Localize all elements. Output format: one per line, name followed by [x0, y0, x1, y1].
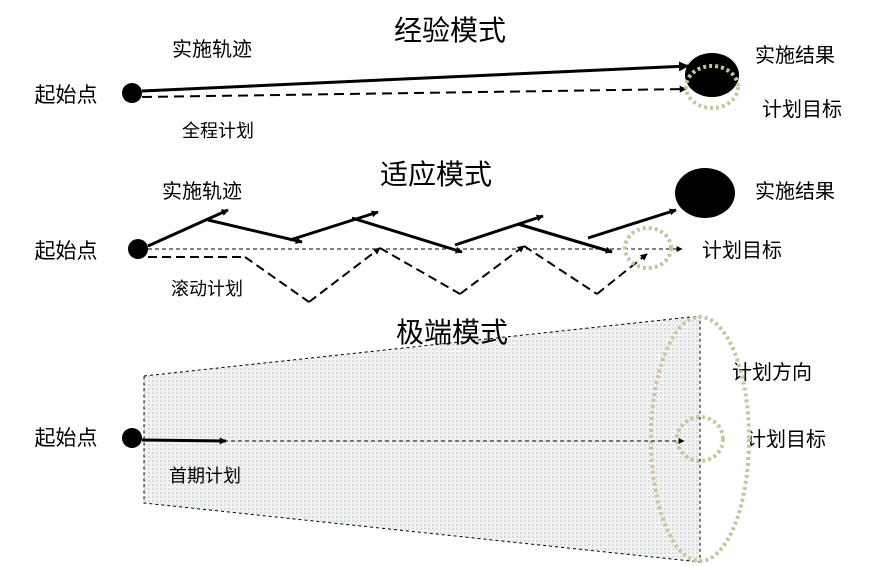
actual-segment [289, 210, 379, 242]
panel-title: 经验模式 [394, 14, 506, 47]
start-point-label: 起始点 [35, 83, 98, 107]
first-period-plan-label: 首期计划 [169, 466, 241, 487]
target-circle [675, 415, 725, 463]
start-point [128, 239, 148, 259]
panel-title: 极端模式 [396, 316, 508, 349]
actual-segment [454, 214, 544, 247]
plan-segment [459, 245, 525, 295]
plan-segment [523, 245, 598, 295]
target-label: 计划目标 [702, 238, 782, 262]
target-circle [684, 64, 740, 110]
result-circle [685, 53, 739, 97]
panel-experience-mode: 经验模式 实施轨迹 起始点 全程计划 实施结果 计划目标 [35, 14, 843, 142]
start-point-label: 起始点 [35, 426, 98, 450]
target-label: 计划目标 [762, 97, 842, 121]
panel-title: 适应模式 [380, 158, 492, 191]
actual-segment [587, 208, 677, 240]
actual-segment [351, 216, 463, 254]
panel-extreme-mode: 极端模式 计划方向 起始点 首期计划 计划目标 [35, 315, 826, 563]
target-circle [623, 226, 673, 270]
start-point [122, 428, 142, 448]
plan-segment [379, 247, 461, 295]
actual-path-label: 实施轨迹 [162, 179, 242, 203]
plan-segment [596, 253, 648, 295]
planning-cone [143, 315, 701, 563]
plan-segment [244, 256, 310, 303]
plan-direction-ellipse [649, 315, 751, 563]
first-period-plan-arrow [141, 437, 227, 445]
rolling-plan-zigzag [148, 245, 648, 303]
full-plan-label: 全程计划 [182, 121, 254, 142]
actual-path-zigzag [147, 208, 677, 254]
result-label: 实施结果 [755, 43, 835, 67]
panel-adaptive-mode: 适应模式 实施轨迹 起始点 滚动计划 实施结果 计划目标 [35, 158, 835, 303]
start-point [122, 83, 142, 103]
actual-segment [207, 218, 303, 244]
start-point-label: 起始点 [35, 239, 98, 263]
plan-direction-label: 计划方向 [732, 360, 812, 384]
result-circle [675, 168, 735, 218]
actual-segment [517, 222, 613, 254]
rolling-plan-label: 滚动计划 [171, 279, 243, 300]
actual-path-arrow [141, 61, 689, 93]
target-label: 计划目标 [746, 427, 826, 451]
result-label: 实施结果 [755, 179, 835, 203]
actual-path-label: 实施轨迹 [172, 37, 252, 61]
full-plan-arrow [141, 85, 687, 98]
actual-segment [147, 208, 229, 248]
plan-segment [308, 247, 381, 303]
